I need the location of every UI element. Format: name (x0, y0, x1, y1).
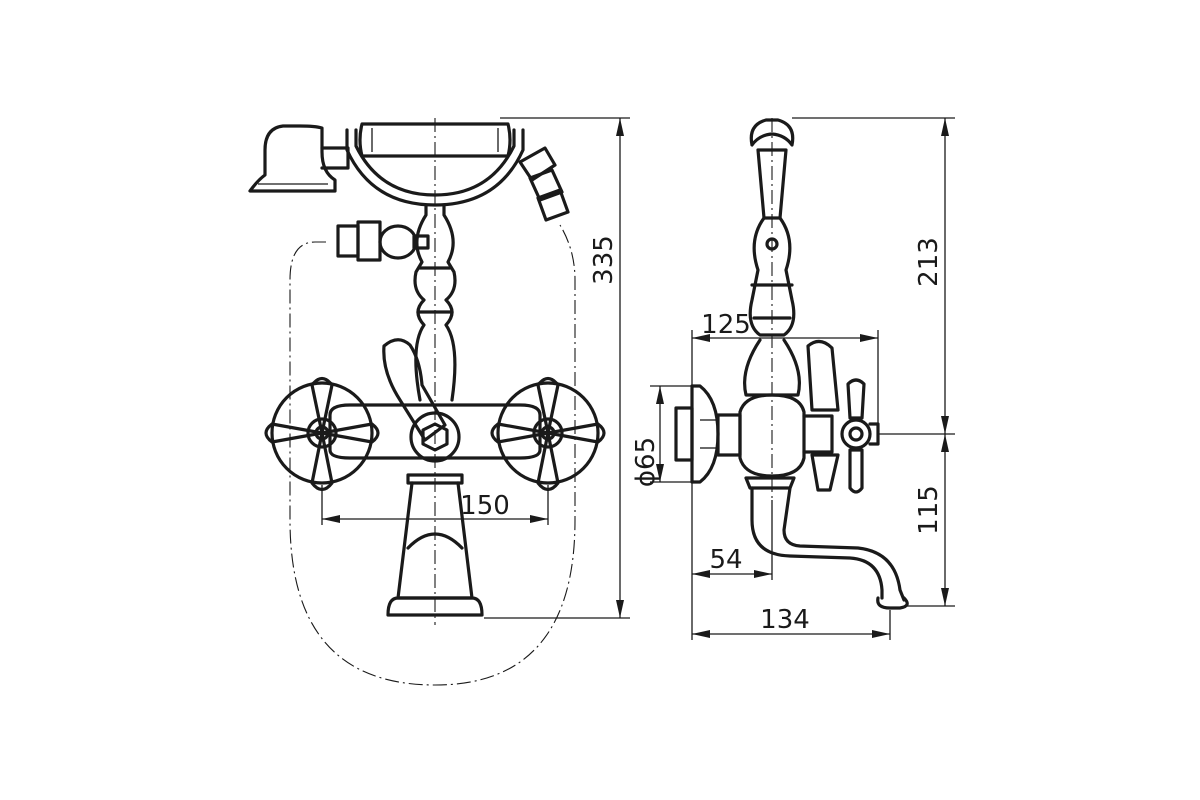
side-handle (802, 339, 880, 494)
dim-54: 54 (691, 482, 773, 580)
side-nut (716, 413, 742, 457)
dim-65: ϕ65 (631, 385, 692, 487)
shower-cradle (345, 122, 525, 207)
hose-outline (289, 224, 576, 686)
diverter-lever (382, 338, 447, 442)
spout-front (386, 473, 484, 617)
side-holder (743, 118, 801, 397)
dim-134-label: 134 (760, 605, 810, 635)
dim-335: 335 (484, 117, 630, 619)
diverter-knob (336, 220, 430, 262)
dim-125: 125 (691, 310, 879, 424)
hand-shower (248, 124, 350, 193)
side-body (738, 393, 806, 478)
side-view: 125 ϕ65 54 134 (631, 117, 955, 640)
wall-flange (674, 384, 720, 484)
dim-125-label: 125 (701, 310, 751, 340)
side-spout (744, 476, 909, 610)
dim-115-label: 115 (914, 485, 944, 535)
dim-54-label: 54 (709, 545, 742, 575)
dim-335-label: 335 (589, 235, 619, 285)
dim-213-label: 213 (914, 237, 944, 287)
dim-65-label: ϕ65 (631, 437, 661, 487)
dim-150-label: 150 (460, 491, 510, 521)
dim-213-115: 213 115 (792, 117, 955, 607)
dim-134: 134 (691, 580, 891, 640)
front-view: 150 335 (248, 117, 630, 686)
dim-150: 150 (321, 485, 549, 525)
center-nut (409, 411, 461, 463)
hose-connector (518, 146, 570, 222)
right-cross-handle (490, 376, 606, 492)
left-cross-handle (264, 376, 380, 492)
mixer-body (328, 403, 542, 460)
